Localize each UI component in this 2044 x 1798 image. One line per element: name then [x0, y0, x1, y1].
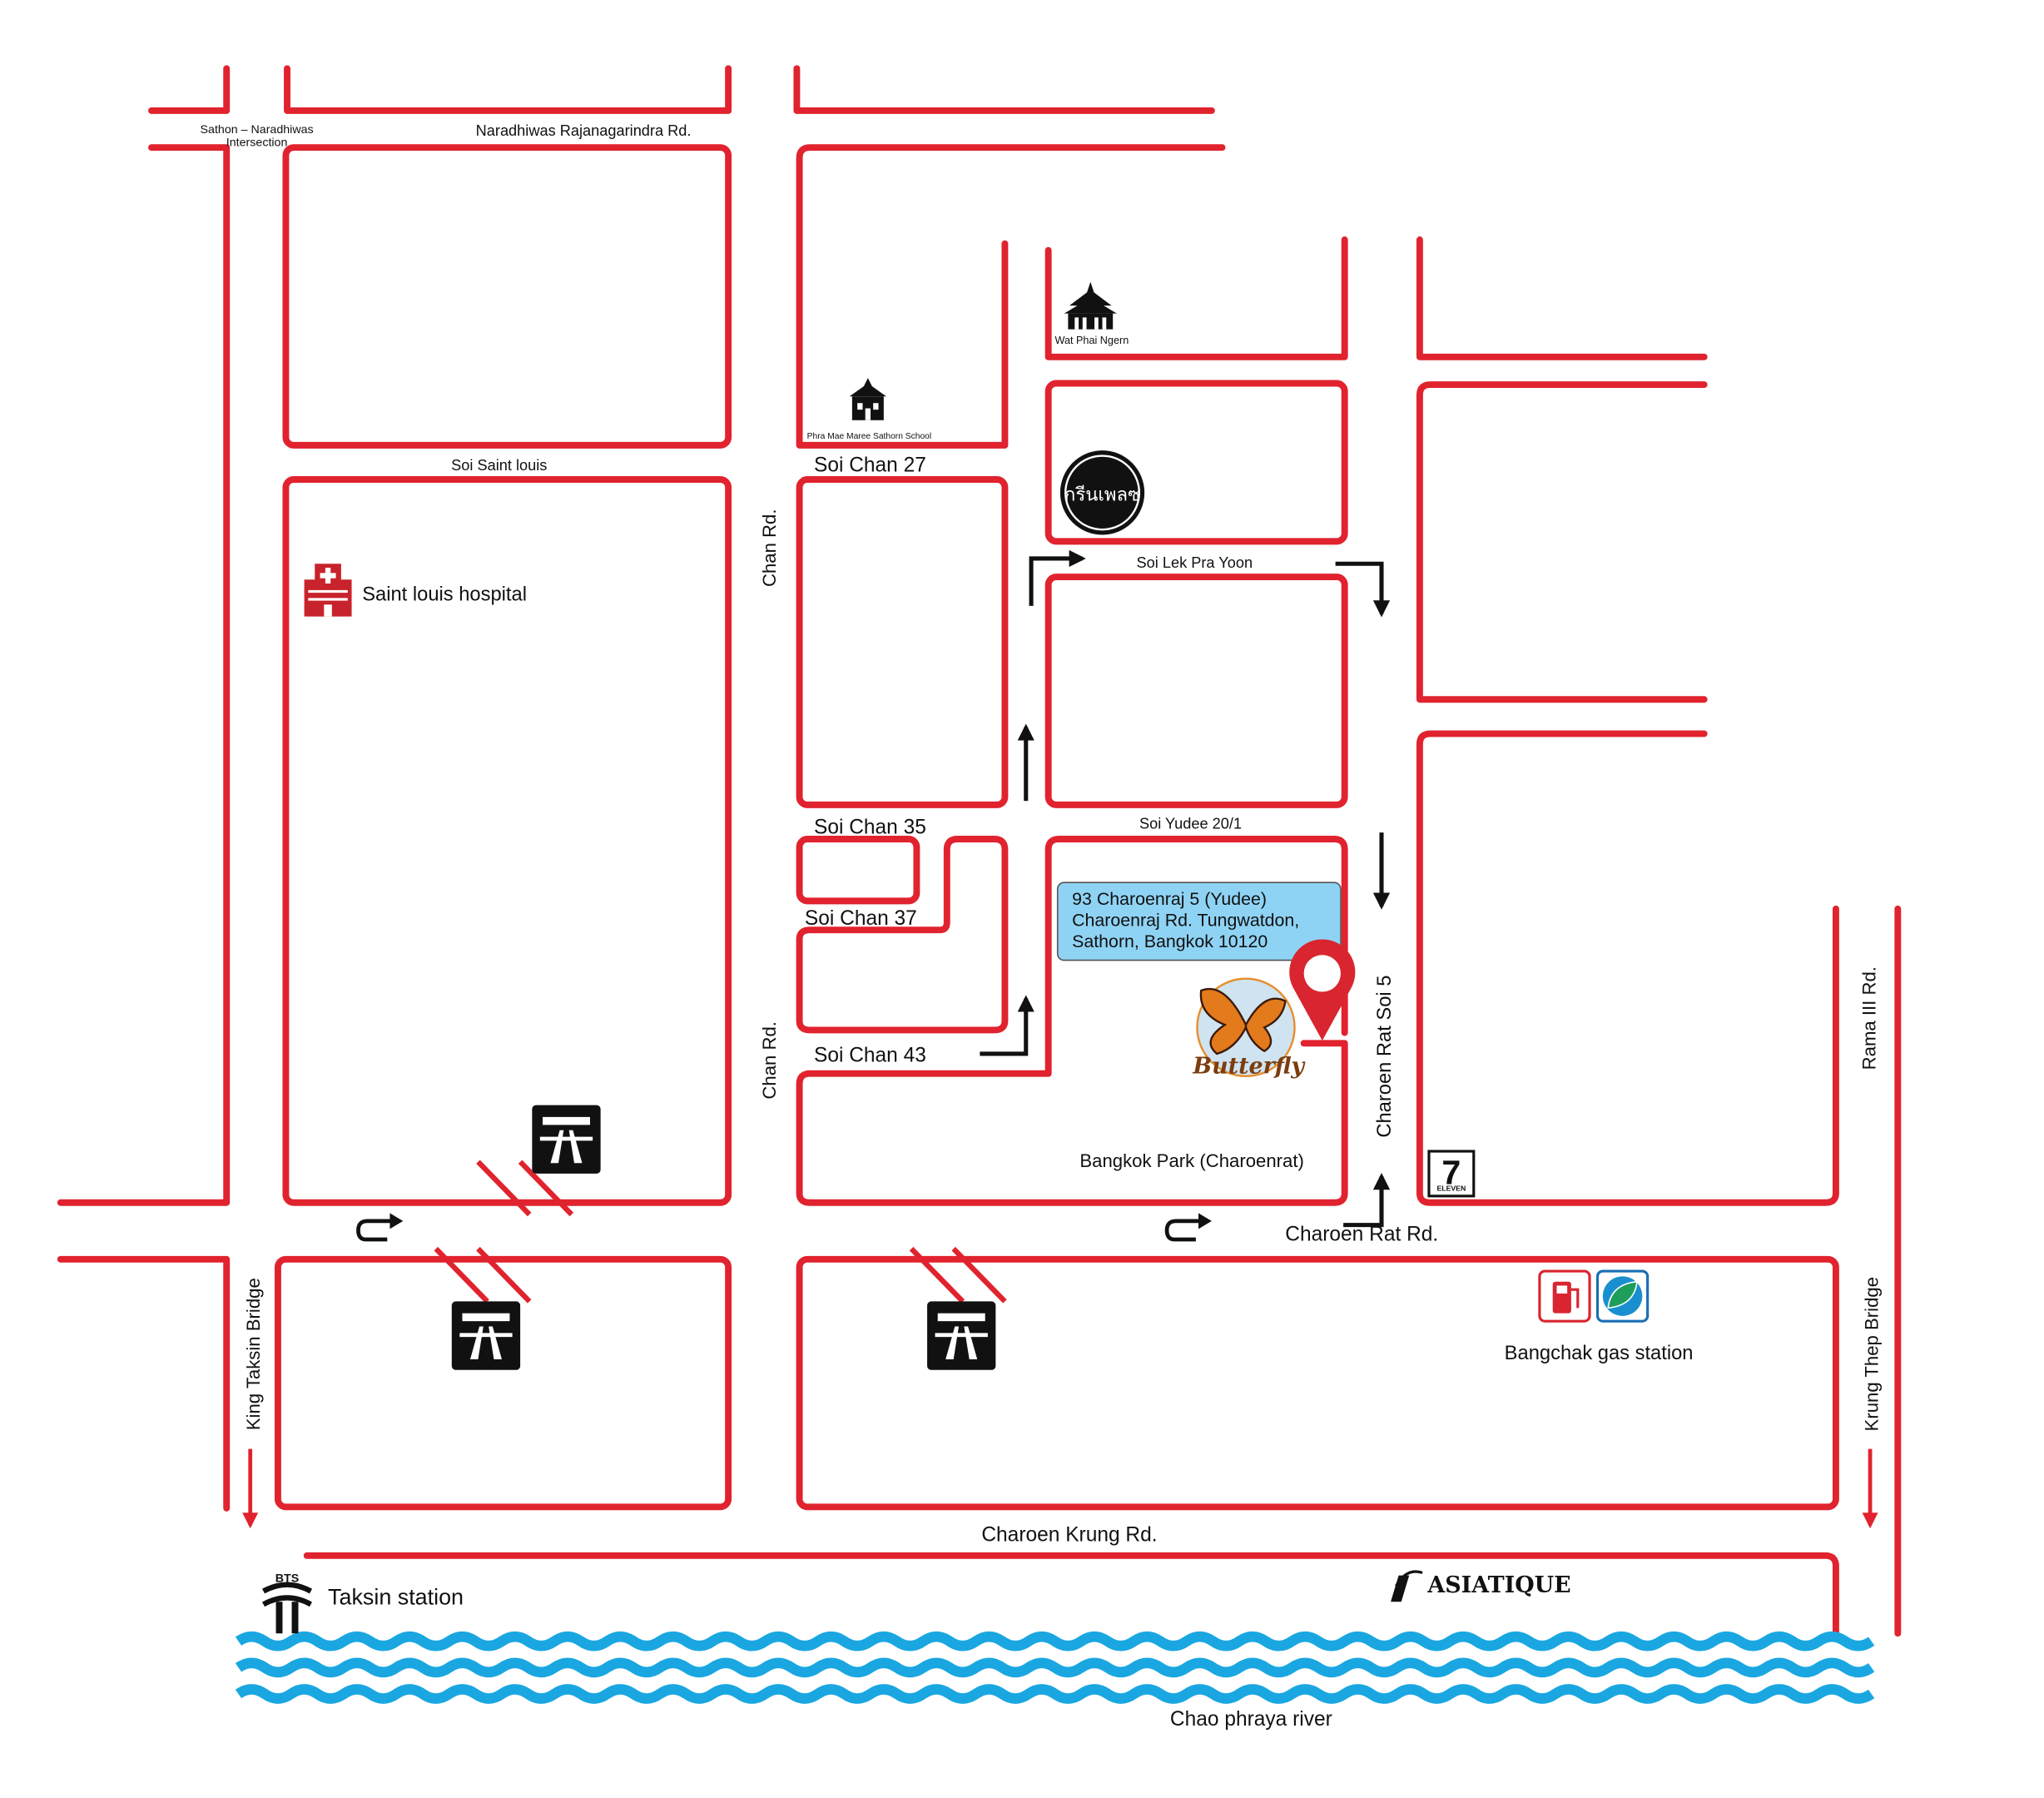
label-sathon-intersection-2: Intersection	[226, 137, 288, 150]
label-naradhiwas-rd: Naradhiwas Rajanagarindra Rd.	[476, 122, 692, 139]
label-krung-thep-bridge: Krung Thep Bridge	[1862, 1277, 1883, 1431]
address-line-2: Charoenraj Rd. Tungwatdon,	[1072, 910, 1299, 930]
location-pin-icon	[1289, 939, 1356, 1041]
asiatique-logo-icon	[1391, 1570, 1423, 1602]
label-wat-phai-ngern: Wat Phai Ngern	[1054, 335, 1129, 346]
expressway-icon	[532, 1105, 601, 1174]
label-charoen-rat-rd: Charoen Rat Rd.	[1285, 1224, 1438, 1246]
label-bangkok-park: Bangkok Park (Charoenrat)	[1079, 1150, 1304, 1171]
address-box: 93 Charoenraj 5 (Yudee) Charoenraj Rd. T…	[1056, 882, 1342, 961]
label-charoen-rat-soi-5: Charoen Rat Soi 5	[1374, 976, 1396, 1138]
label-sathon-intersection-1: Sathon – Naradhiwas	[201, 123, 314, 137]
butterfly-logo-icon: Butterfly	[1192, 977, 1306, 1080]
label-soi-chan-37: Soi Chan 37	[805, 907, 917, 930]
school-icon	[849, 378, 887, 420]
label-saint-louis-hospital: Saint louis hospital	[362, 584, 527, 606]
u-turn-icon	[358, 1213, 403, 1239]
seven-eleven-icon: 7 ELEVEN	[1427, 1150, 1476, 1198]
seven-eleven-digit: 7	[1441, 1154, 1461, 1192]
butterfly-logo-text: Butterfly	[1192, 1054, 1306, 1080]
river-wave	[235, 1631, 1875, 1651]
river-wave	[235, 1684, 1875, 1704]
u-turn-icon	[1167, 1213, 1212, 1239]
label-chan-rd-bottom: Chan Rd.	[759, 1021, 780, 1100]
hospital-icon	[304, 564, 352, 617]
bangchak-leaf-icon	[1595, 1269, 1650, 1323]
address-line-1: 93 Charoenraj 5 (Yudee)	[1072, 889, 1267, 909]
temple-icon	[1064, 281, 1117, 330]
label-charoen-krung-rd: Charoen Krung Rd.	[981, 1523, 1157, 1546]
label-taksin-station: Taksin station	[328, 1584, 464, 1609]
restaurant-logo-icon: กรีนเพลซ	[1059, 450, 1145, 535]
label-asiatique: ASIATIQUE	[1426, 1572, 1570, 1598]
expressway-crossings	[434, 1160, 1007, 1304]
label-rama-iii-rd: Rama III Rd.	[1858, 966, 1879, 1070]
fuel-pump-icon	[1538, 1269, 1591, 1323]
restaurant-logo-text: กรีนเพลซ	[1064, 484, 1140, 504]
label-soi-lek-pra-yoon: Soi Lek Pra Yoon	[1137, 554, 1253, 571]
label-king-taksin-bridge: King Taksin Bridge	[243, 1278, 264, 1430]
address-line-3: Sathorn, Bangkok 10120	[1072, 931, 1268, 951]
label-soi-chan-35: Soi Chan 35	[814, 817, 926, 839]
label-soi-saint-louis: Soi Saint louis	[451, 457, 547, 474]
label-soi-chan-27: Soi Chan 27	[814, 454, 926, 477]
river-waves	[235, 1631, 1875, 1704]
expressway-icon	[451, 1301, 521, 1370]
label-soi-yudee: Soi Yudee 20/1	[1139, 815, 1242, 832]
label-chan-rd-top: Chan Rd.	[759, 509, 780, 588]
label-bangchak-gas-station: Bangchak gas station	[1505, 1343, 1694, 1364]
river-wave	[235, 1657, 1875, 1678]
seven-eleven-text: ELEVEN	[1436, 1185, 1466, 1193]
label-school: Phra Mae Maree Sathorn School	[807, 432, 932, 441]
label-soi-chan-43: Soi Chan 43	[814, 1044, 926, 1066]
bts-icon: BTS	[261, 1572, 313, 1634]
route-arrows	[980, 549, 1391, 1228]
label-chao-phraya-river: Chao phraya river	[1170, 1708, 1332, 1731]
bts-text: BTS	[275, 1572, 299, 1585]
map-labels: Sathon – Naradhiwas Intersection Naradhi…	[201, 122, 1883, 1731]
expressway-icon	[927, 1301, 996, 1370]
road-network	[57, 65, 1902, 1637]
